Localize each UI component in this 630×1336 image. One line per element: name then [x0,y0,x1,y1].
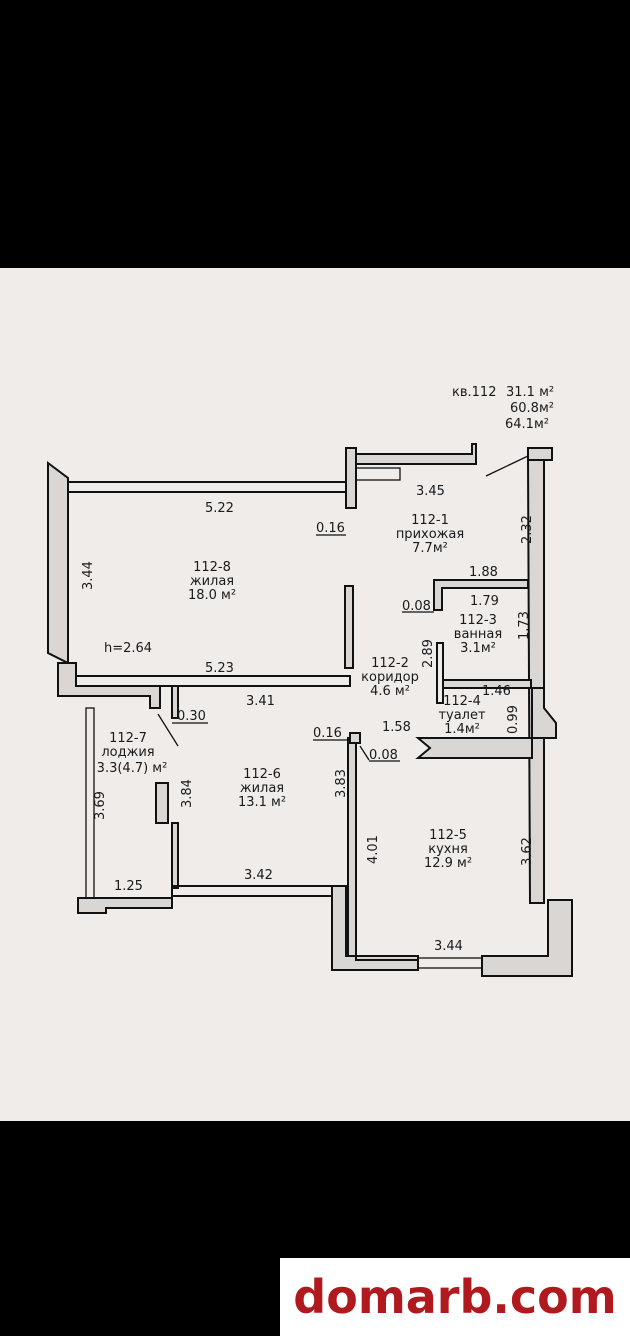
dim-3-44a: 3.44 [81,561,96,590]
dim-3-84: 3.84 [180,779,195,808]
area-total-3: 64.1м² [505,417,549,432]
room-6-code: 112-6 [243,767,281,782]
wall-kitchen-inner [355,955,419,961]
dim-0-08b-line [359,745,370,761]
wall-room6-left [171,822,179,889]
room-2-name: коридор [361,670,419,685]
dim-0-08b: 0.08 [369,748,398,763]
dim-3-42: 3.42 [244,868,273,883]
dim-3-41: 3.41 [246,694,275,709]
room-8-area: 18.0 м² [188,588,236,603]
loggia-right-wall [155,782,169,824]
dim-5-22: 5.22 [205,501,234,516]
apartment-number: кв.112 [452,385,496,400]
dim-0-16b: 0.16 [313,726,342,741]
room-4-code: 112-4 [443,694,481,709]
room-3-name: ванная [454,627,502,642]
dim-1-58: 1.58 [382,720,411,735]
dim-0-30: 0.30 [177,709,206,724]
wall-entrance-inner [355,467,401,481]
wall-entrance-left [345,447,357,509]
dim-3-44b: 3.44 [434,939,463,954]
wall-toilet-bottom [415,737,533,759]
dim-0-08a: 0.08 [402,599,431,614]
room-2-code: 112-2 [371,656,409,671]
room-4-name: туалет [438,708,486,723]
room-6-name: жилая [240,781,284,796]
loggia-door-line [157,713,179,747]
area-total-1: 31.1 м² [506,385,554,400]
room-1-area: 7.7м² [412,541,448,556]
kitchen-window [417,957,483,969]
wall-right-cap [527,447,553,461]
room-7-name: лоджия [101,745,154,760]
room-6-area: 13.1 м² [238,795,286,810]
dim-1-79: 1.79 [470,594,499,609]
door-line [485,455,529,477]
room-5-code: 112-5 [429,828,467,843]
wall-middle [67,675,351,687]
wall-room6-left-top [171,685,179,719]
dim-3-69: 3.69 [93,791,108,820]
floor-plan-sheet: кв.112 31.1 м² 60.8м² 64.1м² [0,268,630,1121]
walls [47,443,573,977]
wall-loggia-corner [57,662,161,709]
dim-4-01: 4.01 [366,835,381,864]
dim-2-89: 2.89 [421,639,436,668]
wall-node [349,732,361,744]
room-3-area: 3.1м² [460,641,496,656]
watermark-banner: domarb.com [280,1258,630,1336]
dim-1-88: 1.88 [469,565,498,580]
dim-3-83: 3.83 [334,769,349,798]
room-5-area: 12.9 м² [424,856,472,871]
wall-left-upper [47,461,69,665]
wall-kitchen-bottom-right [481,899,573,977]
floor-plan-drawing: кв.112 31.1 м² 60.8м² 64.1м² [47,385,573,977]
dim-2-32: 2.32 [520,515,535,544]
room-4-area: 1.4м² [444,722,480,737]
wall-kitchen-bottom-left [331,885,419,971]
room-1-code: 112-1 [411,513,449,528]
area-total-2: 60.8м² [510,401,554,416]
room-5-name: кухня [428,842,468,857]
wall-kitchen-left [347,737,357,957]
wall-bathroom-top [433,579,529,611]
dim-1-46: 1.46 [482,684,511,699]
dim-1-25: 1.25 [114,879,143,894]
dim-1-73: 1.73 [517,611,532,640]
dim-0-99: 0.99 [506,705,521,734]
room-7-area: 3.3(4.7) м² [97,761,168,776]
room-8-name: жилая [190,574,234,589]
wall-entrance-top [355,443,477,465]
dim-3-62: 3.62 [520,837,535,866]
wall-toilet-right [531,687,557,739]
room-2-area: 4.6 м² [370,684,410,699]
dim-5-23: 5.23 [205,661,234,676]
dim-0-16a: 0.16 [316,521,345,536]
ceiling-height: h=2.64 [104,641,152,656]
wall-bathroom-left [436,642,444,704]
wall-top-window [67,481,347,493]
wall-toilet-top [442,679,532,689]
wall-partition-1 [344,585,354,669]
watermark-logo: domarb.com [293,1270,617,1324]
room-7-code: 112-7 [109,731,147,746]
wall-room6-bottom [171,885,333,897]
dim-3-45: 3.45 [416,484,445,499]
room-1-name: прихожая [396,527,464,542]
wall-loggia-bottom [77,897,173,914]
room-3-code: 112-3 [459,613,497,628]
room-8-code: 112-8 [193,560,231,575]
